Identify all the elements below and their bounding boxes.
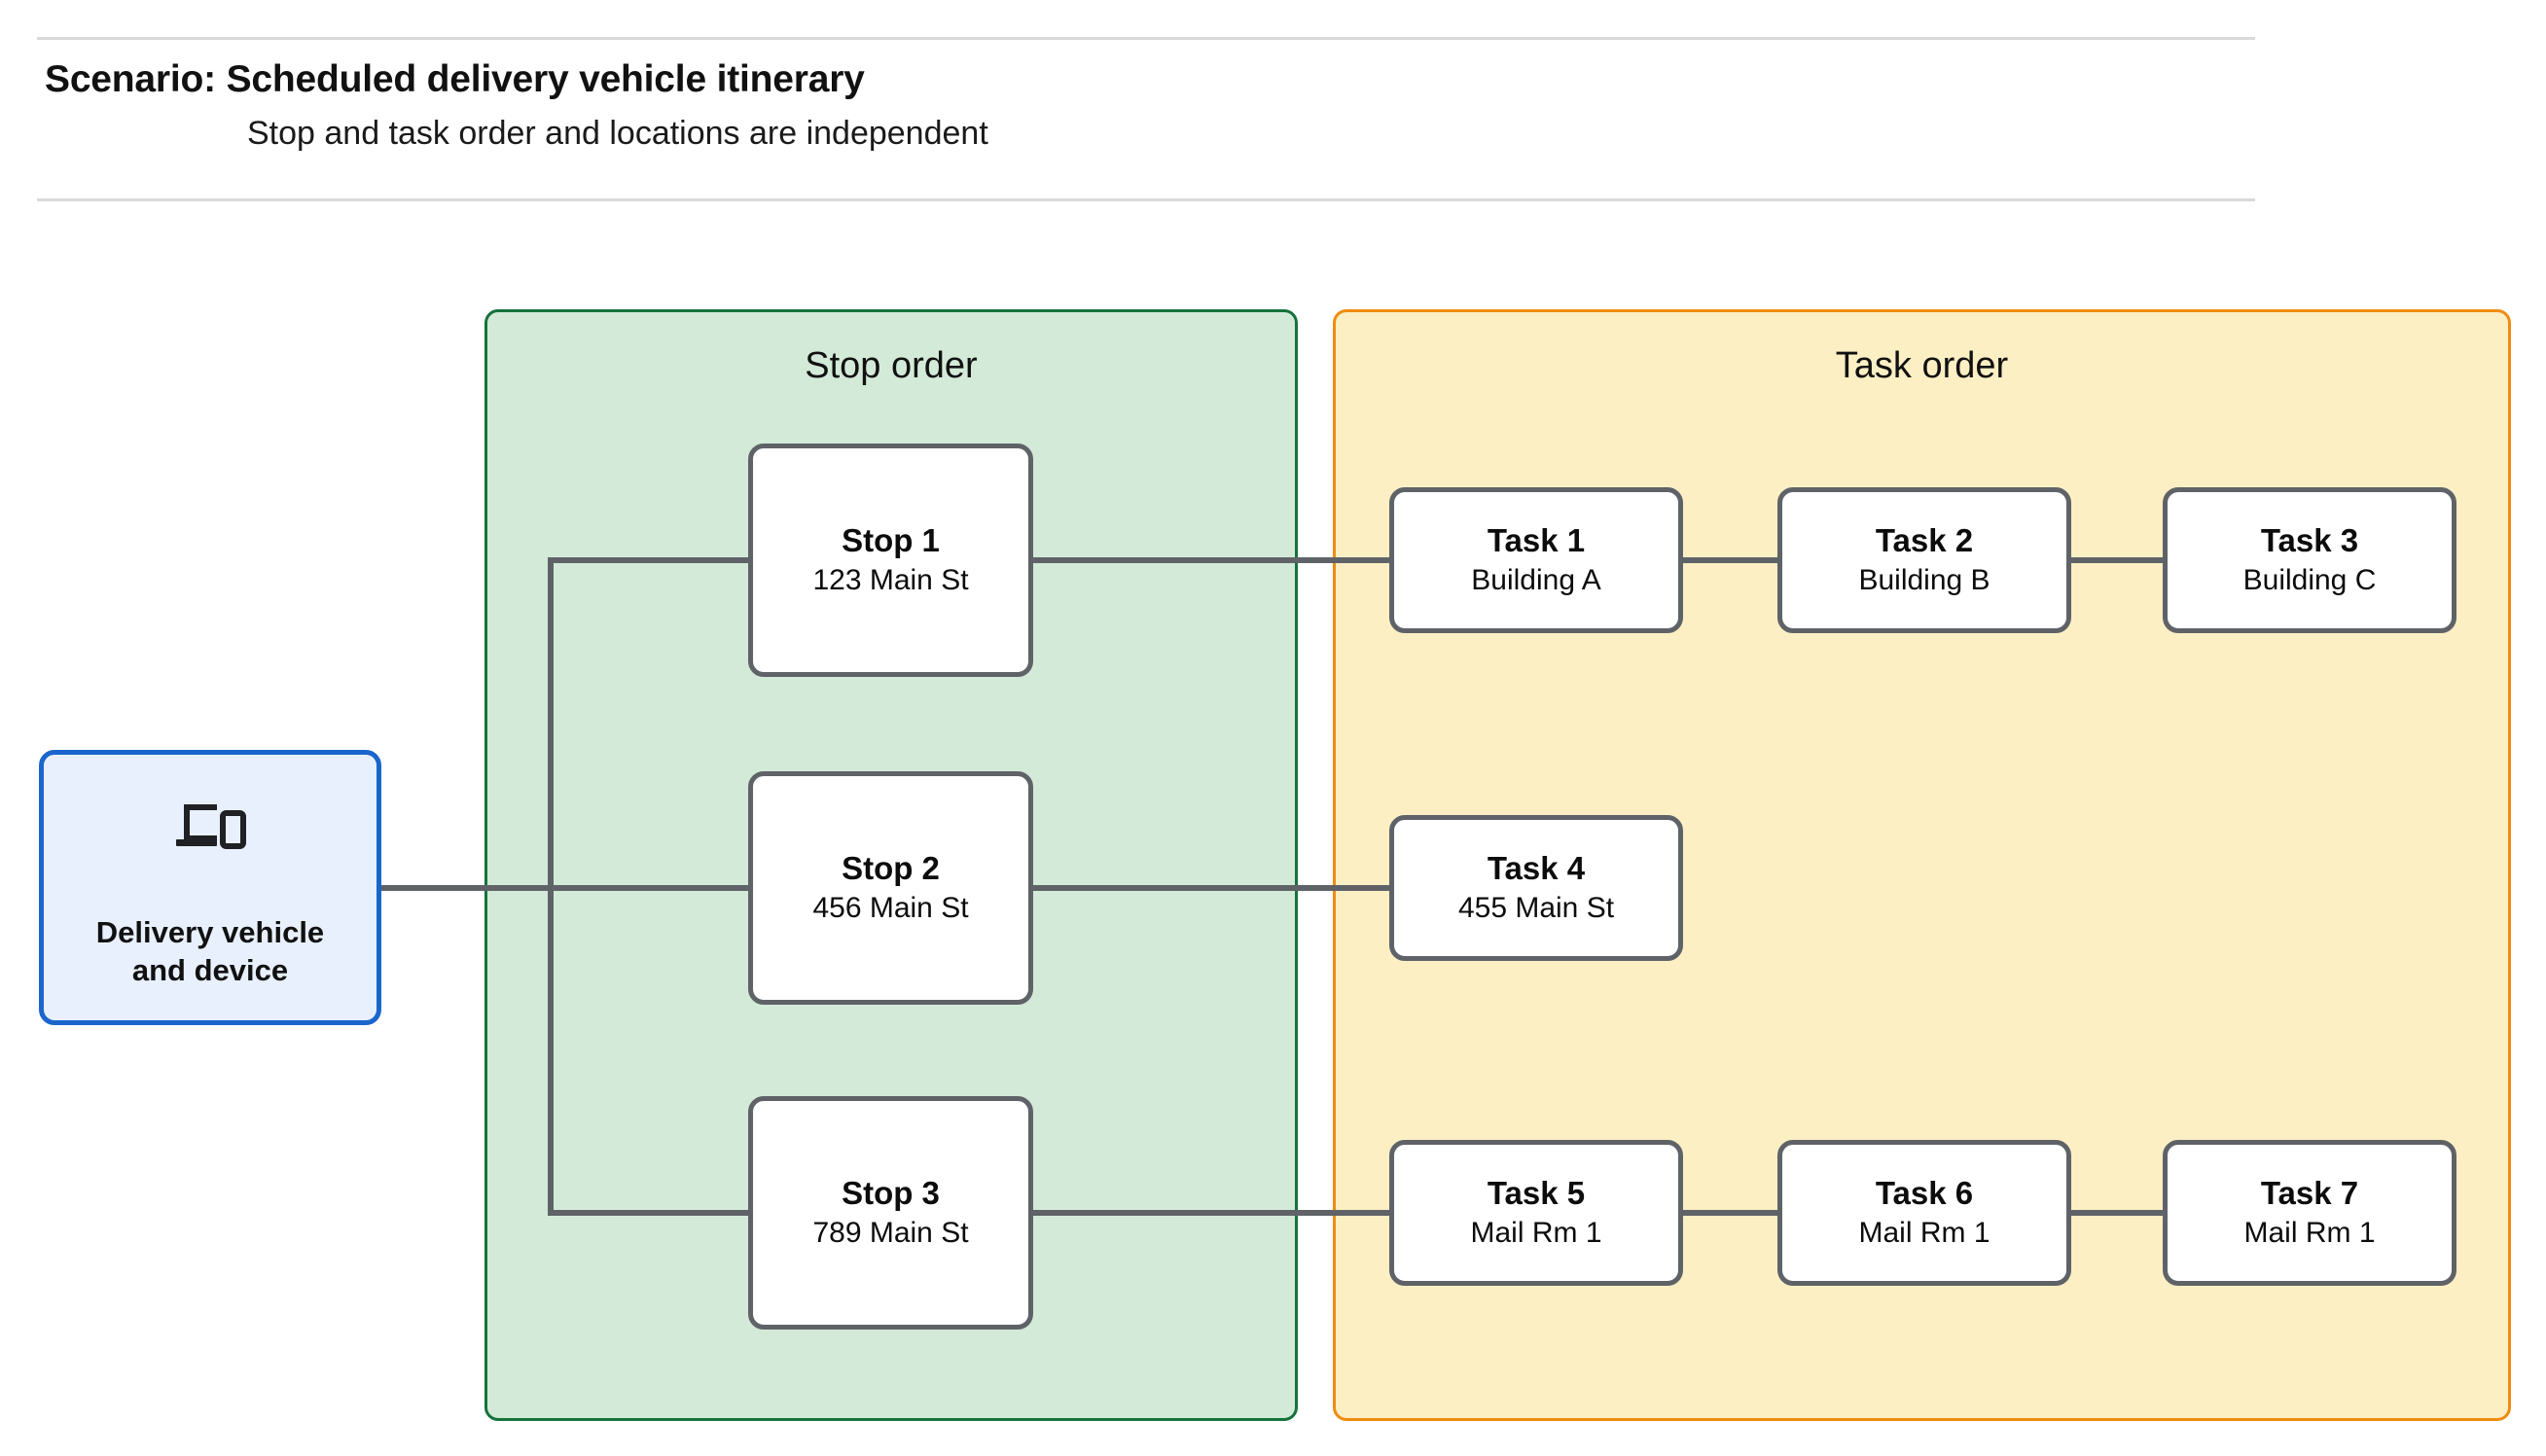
vehicle-label-line2: and device: [131, 952, 289, 987]
task-node-6[interactable]: Task 6 Mail Rm 1: [1777, 1140, 2071, 1286]
task-node-2-location: Building B: [1858, 564, 1990, 597]
header-divider-top: [37, 37, 2255, 40]
task-node-4-location: 455 Main St: [1457, 892, 1615, 925]
task-node-1[interactable]: Task 1 Building A: [1389, 487, 1683, 633]
task-node-5-title: Task 5: [1487, 1174, 1586, 1211]
task-node-3[interactable]: Task 3 Building C: [2163, 487, 2456, 633]
stop-node-1[interactable]: Stop 1 123 Main St: [748, 444, 1033, 677]
task-node-7-location: Mail Rm 1: [2243, 1217, 2376, 1250]
header-divider-bottom: [37, 198, 2255, 201]
task-node-2[interactable]: Task 2 Building B: [1777, 487, 2071, 633]
task-node-7[interactable]: Task 7 Mail Rm 1: [2163, 1140, 2456, 1286]
task-node-4[interactable]: Task 4 455 Main St: [1389, 815, 1683, 961]
devices-icon: [176, 804, 246, 849]
stop-node-3-title: Stop 3: [842, 1174, 940, 1211]
delivery-vehicle-card[interactable]: Delivery vehicle and device: [39, 750, 381, 1025]
task-node-4-title: Task 4: [1487, 849, 1586, 886]
task-node-1-location: Building A: [1471, 564, 1601, 597]
page-subtitle: Stop and task order and locations are in…: [247, 115, 988, 152]
task-node-6-title: Task 6: [1875, 1174, 1974, 1211]
delivery-vehicle-label: Delivery vehicle and device: [96, 914, 324, 990]
stop-node-1-address: 123 Main St: [812, 564, 969, 597]
page-title: Scenario: Scheduled delivery vehicle iti…: [45, 58, 865, 100]
task-node-3-location: Building C: [2242, 564, 2377, 597]
task-node-2-title: Task 2: [1875, 521, 1974, 558]
stop-node-1-title: Stop 1: [842, 521, 940, 558]
task-node-7-title: Task 7: [2260, 1174, 2359, 1211]
task-node-5[interactable]: Task 5 Mail Rm 1: [1389, 1140, 1683, 1286]
task-node-6-location: Mail Rm 1: [1858, 1217, 1990, 1250]
stop-node-3-address: 789 Main St: [812, 1217, 969, 1250]
stop-node-2-title: Stop 2: [842, 849, 940, 886]
task-node-1-title: Task 1: [1487, 521, 1586, 558]
task-node-3-title: Task 3: [2260, 521, 2359, 558]
stop-node-2[interactable]: Stop 2 456 Main St: [748, 771, 1033, 1005]
task-order-title: Task order: [1835, 345, 2009, 386]
stop-node-3[interactable]: Stop 3 789 Main St: [748, 1096, 1033, 1330]
vehicle-label-line1: Delivery vehicle: [95, 915, 325, 949]
stop-order-title: Stop order: [805, 345, 978, 386]
task-node-5-location: Mail Rm 1: [1470, 1217, 1602, 1250]
stop-node-2-address: 456 Main St: [812, 892, 969, 925]
